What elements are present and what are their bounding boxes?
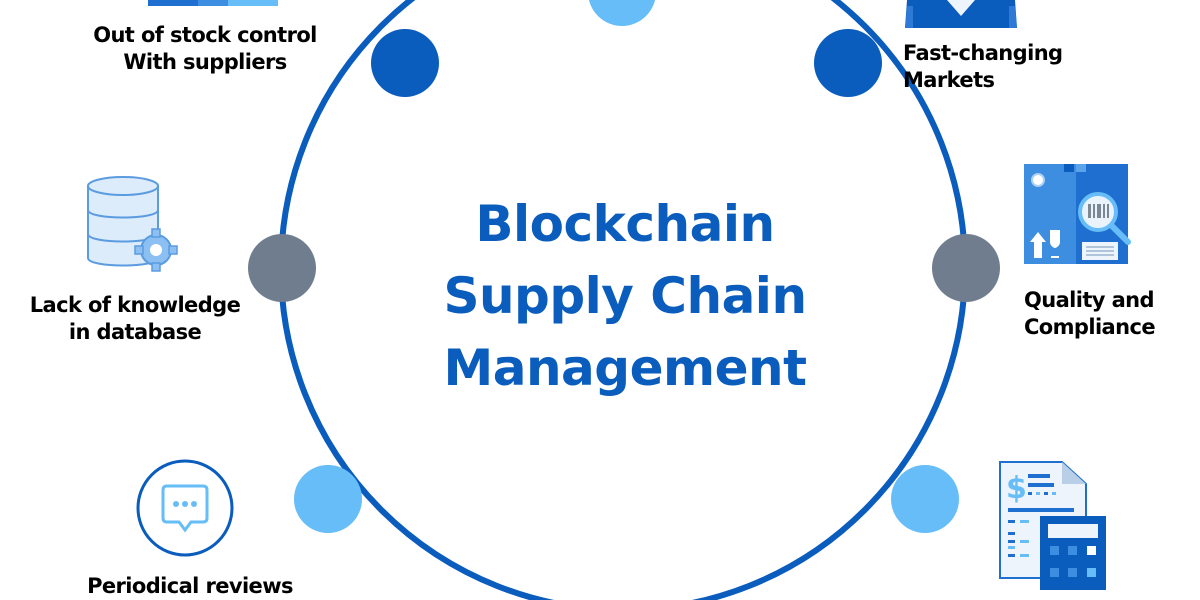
chat-bubble-icon (136, 459, 234, 557)
node-top-right (814, 29, 882, 97)
node-bottom-right (891, 465, 959, 533)
box-icon (148, 0, 278, 6)
database-gear-icon (87, 176, 178, 272)
label-line: Markets (903, 68, 995, 92)
invoice-calculator-icon: $ (999, 461, 1106, 590)
label-lack-of-knowledge: Lack of knowledge in database (0, 292, 270, 346)
label-quality-compliance: Quality and Compliance (1024, 287, 1156, 341)
label-periodical-reviews: Periodical reviews (40, 573, 340, 600)
quality-inspection-icon (1024, 164, 1131, 264)
label-line: With suppliers (123, 50, 287, 74)
title-line-3: Management (443, 339, 807, 397)
title-line-2: Supply Chain (443, 267, 807, 325)
node-top-left (371, 29, 439, 97)
node-right (932, 234, 1000, 302)
label-line: Fast-changing (903, 41, 1063, 65)
label-out-of-stock: Out of stock control With suppliers (60, 22, 350, 76)
label-line: Lack of knowledge (29, 293, 241, 317)
label-line: Compliance (1024, 315, 1156, 339)
node-left (248, 234, 316, 302)
label-line: Periodical reviews (87, 574, 293, 598)
svg-text:$: $ (1006, 471, 1027, 506)
label-fast-changing-markets: Fast-changing Markets (903, 40, 1063, 94)
label-line: in database (68, 320, 202, 344)
label-line: Quality and (1024, 288, 1155, 312)
diagram-title: Blockchain Supply Chain Management (400, 188, 850, 404)
title-line-1: Blockchain (475, 195, 775, 253)
node-top (588, 0, 656, 26)
label-line: Out of stock control (93, 23, 317, 47)
person-icon (905, 0, 1017, 28)
node-bottom-left (294, 465, 362, 533)
